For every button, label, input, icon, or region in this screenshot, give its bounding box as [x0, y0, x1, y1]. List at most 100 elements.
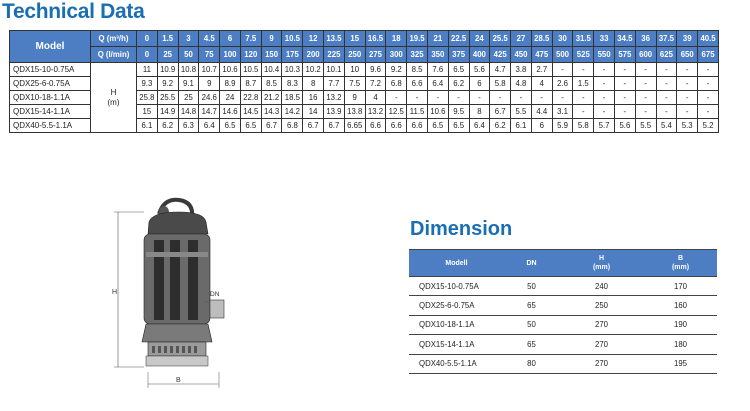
head-value: 8.5	[260, 76, 283, 91]
head-value: 13.2	[364, 104, 387, 119]
dim-dn: 50	[504, 275, 559, 297]
head-value: 6.8	[385, 76, 408, 91]
q-lmin-value: 675	[697, 46, 719, 63]
head-value: -	[697, 76, 719, 91]
head-value: 8.7	[239, 76, 262, 91]
head-value: -	[613, 90, 636, 105]
head-value: 14.7	[198, 104, 221, 119]
head-value: 24.6	[198, 90, 221, 105]
head-value: 5.2	[697, 118, 719, 133]
dim-model: QDX25-6-0.75A	[409, 295, 504, 316]
head-value: 9.2	[385, 62, 408, 77]
head-value: 10.9	[156, 62, 179, 77]
head-value: -	[676, 90, 699, 105]
head-value: -	[593, 104, 615, 119]
head-value: -	[634, 62, 657, 77]
q-m3h-value: 27	[510, 30, 532, 47]
head-value: 22.8	[239, 90, 262, 105]
dim-dn-label: DN	[210, 291, 220, 298]
head-value: 6	[530, 118, 553, 133]
head-value: 6.7	[489, 104, 512, 119]
q-lmin-value: 625	[655, 46, 678, 63]
q-m3h-value: 3	[177, 30, 200, 47]
q-m3h-value: 37.5	[655, 30, 678, 47]
head-value: 8	[302, 76, 325, 91]
head-value: 8.9	[219, 76, 241, 91]
head-unit-cell: H(m)	[90, 62, 137, 133]
head-value: -	[593, 90, 615, 105]
head-value: -	[676, 62, 699, 77]
head-value: 10.4	[260, 62, 283, 77]
q-lmin-value: 400	[468, 46, 491, 63]
dim-dn: 80	[504, 353, 559, 374]
head-value: 9.1	[177, 76, 200, 91]
head-value: -	[447, 90, 470, 105]
head-value: -	[697, 90, 719, 105]
q-m3h-value: 40.5	[697, 30, 719, 47]
dim-b-label: B	[176, 377, 181, 384]
q-lmin-value: 475	[530, 46, 553, 63]
head-value: 6.5	[447, 118, 470, 133]
head-value: 10	[343, 62, 366, 77]
head-value: 6.2	[447, 76, 470, 91]
q-m3h-value: 4.5	[198, 30, 221, 47]
head-value: 9	[343, 90, 366, 105]
head-value: -	[593, 62, 615, 77]
q-m3h-value: 6	[219, 30, 241, 47]
pump-dimension-drawing: H B DN	[112, 197, 225, 388]
q-lmin-value: 25	[156, 46, 179, 63]
head-value: -	[655, 76, 678, 91]
dim-b: 195	[644, 353, 717, 374]
q-lmin-value: 225	[323, 46, 345, 63]
head-value: -	[634, 90, 657, 105]
head-value: -	[406, 90, 428, 105]
head-value: -	[676, 76, 699, 91]
head-value: -	[634, 76, 657, 91]
head-value: 10.2	[302, 62, 325, 77]
head-value: 6.1	[136, 118, 158, 133]
head-value: 6.2	[489, 118, 512, 133]
q-m3h-value: 28.5	[530, 30, 553, 47]
model-name: QDX25-6-0.75A	[9, 76, 91, 91]
model-name: QDX15-14-1.1A	[9, 104, 91, 119]
head-value: 10.5	[239, 62, 262, 77]
head-value: 4	[364, 90, 387, 105]
head-value: 6.7	[323, 118, 345, 133]
head-value: 12.5	[385, 104, 408, 119]
head-value: -	[468, 90, 491, 105]
head-value: 6.5	[219, 118, 241, 133]
q-lmin-value: 525	[572, 46, 595, 63]
q-lmin-value: 550	[593, 46, 615, 63]
q-m3h-value: 10.5	[281, 30, 304, 47]
dim-b-header-unit: (mm)	[671, 264, 690, 271]
q-m3h-value: 31.5	[572, 30, 595, 47]
dim-h: 240	[559, 275, 644, 297]
head-value: 6.8	[281, 118, 304, 133]
head-value: 14.9	[156, 104, 179, 119]
model-header: Model	[9, 30, 91, 63]
dim-dn-header: DN	[504, 249, 559, 277]
q-lmin-value: 275	[364, 46, 387, 63]
dim-h-header: H(mm)	[559, 249, 644, 277]
head-value: 7.6	[426, 62, 449, 77]
head-value: 6.6	[406, 76, 428, 91]
dim-model: QDX10-18-1.1A	[409, 314, 504, 336]
head-value: 8.3	[281, 76, 304, 91]
head-value: 6	[468, 76, 491, 91]
q-lmin-value: 75	[198, 46, 221, 63]
dim-model-header: Modell	[409, 249, 504, 277]
head-value: 5.7	[593, 118, 615, 133]
head-value: 9.3	[136, 76, 158, 91]
q-m3h-value: 18	[385, 30, 408, 47]
head-value: 2.6	[551, 76, 574, 91]
head-value: -	[655, 62, 678, 77]
dim-h: 250	[559, 295, 644, 316]
head-unit: (m)	[107, 97, 120, 107]
head-value: 6.4	[426, 76, 449, 91]
q-lmin-value: 50	[177, 46, 200, 63]
